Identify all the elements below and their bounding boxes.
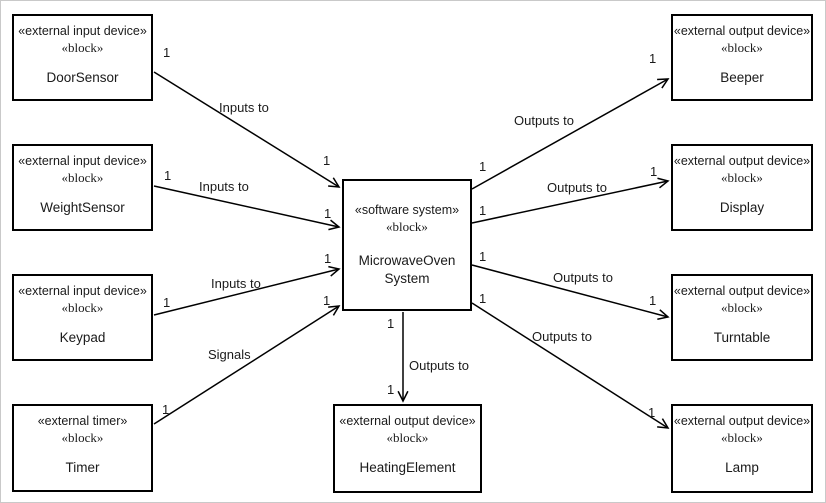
edge-label-lamp: Outputs to	[532, 329, 592, 344]
block-kind: «block»	[61, 40, 104, 55]
mult-display-source: 1	[479, 203, 487, 218]
block-stereotype: «external input device»	[18, 24, 147, 38]
block-kind: «block»	[721, 170, 763, 185]
block-name: HeatingElement	[359, 460, 456, 475]
edge-timer-to-system	[153, 305, 341, 425]
block-name: Turntable	[713, 330, 771, 345]
block-kind: «block»	[721, 430, 763, 445]
block-name: DoorSensor	[46, 70, 119, 85]
block-kind: «block»	[61, 430, 104, 445]
block-weightsensor: «external input device» «block» WeightSe…	[12, 144, 153, 231]
edge-system-to-turntable	[471, 264, 670, 320]
block-beeper: «external output device» «block» Beeper	[671, 14, 813, 101]
block-kind: «block»	[386, 430, 429, 445]
mult-beeper-target: 1	[649, 51, 657, 66]
mult-lamp-target: 1	[648, 405, 656, 420]
edge-label-doorsensor: Inputs to	[219, 100, 269, 115]
mult-weightsensor-source: 1	[164, 168, 172, 183]
block-name: MicrowaveOven System	[358, 253, 456, 286]
edge-system-to-display	[471, 177, 670, 224]
edge-doorsensor-to-system	[153, 71, 341, 188]
block-kind: «block»	[386, 219, 428, 234]
block-keypad: «external input device» «block» Keypad	[12, 274, 153, 361]
edge-label-beeper: Outputs to	[514, 113, 574, 128]
mult-doorsensor-source: 1	[163, 45, 171, 60]
mult-beeper-source: 1	[479, 159, 487, 174]
mult-turntable-target: 1	[649, 293, 657, 308]
block-stereotype: «external output device»	[673, 284, 811, 298]
block-lamp: «external output device» «block» Lamp	[671, 404, 813, 493]
block-doorsensor: «external input device» «block» DoorSens…	[12, 14, 153, 101]
mult-timer-target: 1	[323, 293, 331, 308]
edge-label-timer: Signals	[208, 347, 251, 362]
block-stereotype: «external input device»	[18, 284, 147, 298]
mult-display-target: 1	[650, 164, 658, 179]
mult-weightsensor-target: 1	[324, 206, 332, 221]
block-stereotype: «software system»	[354, 203, 460, 217]
block-stereotype: «external output device»	[673, 24, 811, 38]
edge-label-display: Outputs to	[547, 180, 607, 195]
block-name: WeightSensor	[40, 200, 125, 215]
block-stereotype: «external timer»	[37, 414, 128, 428]
mult-timer-source: 1	[162, 402, 170, 417]
edge-keypad-to-system	[153, 265, 341, 316]
block-name: Display	[719, 200, 765, 215]
block-display: «external output device» «block» Display	[671, 144, 813, 231]
block-stereotype: «external output device»	[673, 414, 811, 428]
block-kind: «block»	[721, 40, 763, 55]
block-stereotype: «external output device»	[673, 154, 811, 168]
block-turntable: «external output device» «block» Turntab…	[671, 274, 813, 361]
block-stereotype: «external input device»	[18, 154, 147, 168]
edge-label-turntable: Outputs to	[553, 270, 613, 285]
edge-system-to-lamp	[471, 302, 670, 429]
mult-keypad-source: 1	[163, 295, 171, 310]
block-microwaveoven-system: «software system» «block» MicrowaveOven …	[342, 179, 472, 311]
mult-lamp-source: 1	[479, 291, 487, 306]
edge-weightsensor-to-system	[153, 185, 341, 231]
block-timer: «external timer» «block» Timer	[12, 404, 153, 492]
block-kind: «block»	[61, 170, 104, 185]
block-stereotype: «external output device»	[339, 414, 476, 428]
block-kind: «block»	[61, 300, 104, 315]
block-kind: «block»	[721, 300, 763, 315]
mult-heatingelement-source: 1	[387, 316, 395, 331]
block-name: Lamp	[725, 460, 759, 475]
mult-heatingelement-target: 1	[387, 382, 395, 397]
mult-turntable-source: 1	[479, 249, 487, 264]
edge-label-weightsensor: Inputs to	[199, 179, 249, 194]
block-name: Beeper	[720, 70, 764, 85]
edge-label-heatingelement: Outputs to	[409, 358, 469, 373]
block-heatingelement: «external output device» «block» Heating…	[333, 404, 482, 493]
block-name: Keypad	[59, 330, 106, 345]
block-name: Timer	[65, 460, 100, 475]
edge-system-to-beeper	[471, 78, 670, 190]
mult-keypad-target: 1	[324, 251, 332, 266]
edge-label-keypad: Inputs to	[211, 276, 261, 291]
mult-doorsensor-target: 1	[323, 153, 331, 168]
